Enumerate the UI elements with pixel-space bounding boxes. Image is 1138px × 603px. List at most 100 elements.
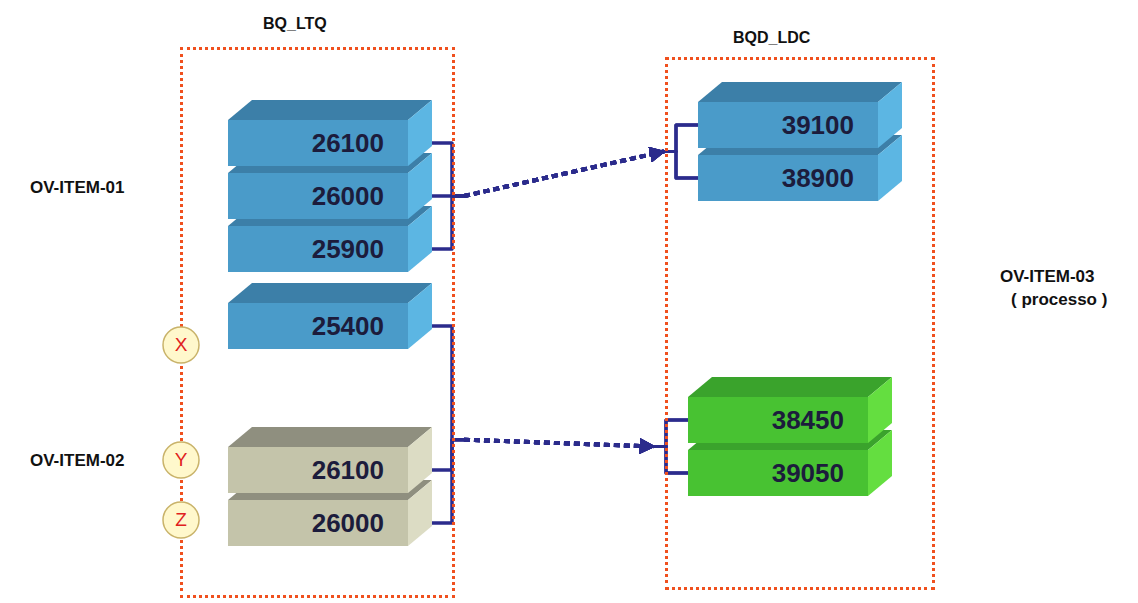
- stacked-block: 26100: [228, 427, 432, 493]
- block-front-face: [228, 500, 408, 546]
- connector-bracket-start: [432, 440, 464, 523]
- connector-dashed: [464, 440, 654, 447]
- circle-letter: Y: [162, 441, 200, 479]
- circle-outline: [163, 327, 199, 363]
- connector-bracket-end: [664, 125, 698, 152]
- block-top-face: [228, 427, 432, 447]
- connector: [432, 143, 698, 196]
- block-top-face: [688, 430, 892, 450]
- connector: [432, 125, 698, 196]
- connector: [432, 326, 688, 473]
- connector: [432, 420, 688, 523]
- marker-circle: Y: [162, 441, 200, 479]
- item-label: OV-ITEM-02: [30, 450, 124, 471]
- block-front-face: [228, 303, 408, 349]
- connector-dashed: [464, 152, 664, 197]
- connector-bracket-start: [432, 143, 464, 196]
- connector-bracket-start: [432, 143, 464, 196]
- connector: [432, 440, 688, 523]
- item-label: OV-ITEM-03: [1000, 266, 1094, 287]
- block-value: 25900: [228, 226, 408, 272]
- connector-bracket-end: [654, 420, 688, 447]
- block-front-face: [228, 120, 408, 166]
- block-top-face: [698, 82, 902, 102]
- connector-bracket-start: [432, 326, 464, 440]
- block-value: 38900: [698, 155, 878, 201]
- block-value: 26100: [228, 447, 408, 493]
- connector-dashed: [464, 440, 654, 447]
- connector-bracket-end: [654, 447, 688, 474]
- block-side-face: [408, 283, 432, 349]
- item-label: OV-ITEM-01: [30, 177, 124, 198]
- item-label: ( processo ): [1011, 289, 1107, 310]
- block-top-face: [688, 377, 892, 397]
- connector-bracket-end: [664, 125, 698, 152]
- marker-circle: Z: [162, 501, 200, 539]
- connector-dashed: [464, 152, 664, 197]
- connector-dashed: [464, 440, 654, 447]
- connector-bracket-start: [432, 326, 464, 440]
- block-side-face: [408, 206, 432, 272]
- connector-dashed: [464, 152, 664, 197]
- connector-bracket-start: [432, 196, 464, 249]
- block-front-face: [228, 226, 408, 272]
- block-top-face: [228, 100, 432, 120]
- block-front-face: [688, 450, 868, 496]
- connector-dashed: [464, 152, 664, 197]
- connector-bracket-start: [432, 196, 464, 249]
- group-frame: BQD_LDC39100389003845039050: [665, 57, 935, 590]
- block-front-face: [228, 447, 408, 493]
- block-value: 26000: [228, 173, 408, 219]
- group-frame: BQ_LTQ261002600025900254002610026000: [180, 47, 455, 598]
- circle-letter: Z: [162, 501, 200, 539]
- connector-bracket-end: [664, 152, 698, 179]
- label-slot: OV-ITEM-03: [1000, 266, 1094, 287]
- connector-bracket-end: [664, 152, 698, 179]
- connector-dashed: [464, 440, 654, 447]
- block-top-face: [228, 283, 432, 303]
- block-top-face: [228, 206, 432, 226]
- connector: [432, 152, 698, 250]
- connector-bracket-end: [654, 447, 688, 474]
- connector: [432, 152, 698, 197]
- label-slot: OV-ITEM-02: [30, 450, 124, 471]
- circle-outline: [163, 502, 199, 538]
- connector-group: [432, 125, 698, 523]
- group-title: BQ_LTQ: [263, 14, 327, 34]
- block-top-face: [698, 135, 902, 155]
- stacked-block: 39100: [698, 82, 902, 148]
- block-front-face: [698, 102, 878, 148]
- stacked-block: 26100: [228, 100, 432, 166]
- block-front-face: [688, 397, 868, 443]
- connector-bracket-end: [654, 420, 688, 447]
- block-front-face: [698, 155, 878, 201]
- block-value: 39050: [688, 450, 868, 496]
- connector-dashed: [464, 152, 664, 197]
- block-value: 26000: [228, 500, 408, 546]
- block-side-face: [868, 430, 892, 496]
- block-top-face: [228, 480, 432, 500]
- connector: [432, 125, 698, 249]
- circle-letter: X: [162, 326, 200, 364]
- block-side-face: [408, 480, 432, 546]
- block-value: 39100: [698, 102, 878, 148]
- block-top-face: [228, 153, 432, 173]
- block-value: 25400: [228, 303, 408, 349]
- label-slot: ( processo ): [1011, 289, 1107, 310]
- connector-bracket-start: [432, 440, 464, 470]
- connector-bracket-end: [664, 125, 698, 152]
- stacked-block: 25400: [228, 283, 432, 349]
- connector: [432, 420, 688, 470]
- connector-bracket-end: [664, 152, 698, 179]
- connector: [432, 326, 688, 447]
- block-value: 26100: [228, 120, 408, 166]
- connector-bracket-end: [654, 447, 688, 474]
- block-side-face: [878, 135, 902, 201]
- connector-bracket-start: [432, 440, 464, 523]
- block-front-face: [228, 173, 408, 219]
- circle-outline: [163, 442, 199, 478]
- connector-dashed: [464, 440, 654, 447]
- connector-dashed: [464, 152, 664, 197]
- connector: [432, 440, 688, 473]
